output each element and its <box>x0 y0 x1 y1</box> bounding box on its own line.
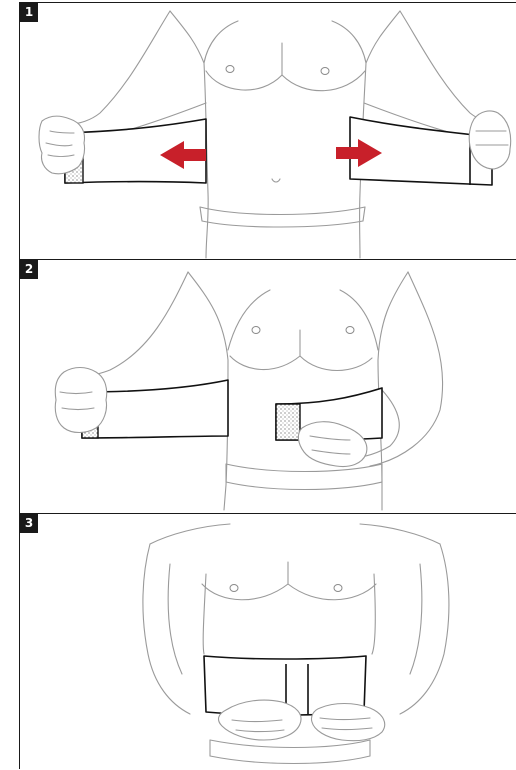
step-3-illustration <box>20 514 516 770</box>
step-number-badge: 3 <box>20 514 38 533</box>
nipple-icon <box>226 66 234 73</box>
nipple-icon <box>334 585 342 592</box>
step-2-illustration <box>20 260 516 514</box>
step-number-badge: 2 <box>20 260 38 279</box>
velcro-patch <box>276 404 300 440</box>
left-hand <box>55 368 106 433</box>
nipple-icon <box>230 585 238 592</box>
step-1-illustration <box>20 3 516 260</box>
nipple-icon <box>346 327 354 334</box>
step-panel-1: 1 <box>19 2 516 259</box>
right-hand <box>469 111 510 169</box>
step-panel-3: 3 <box>19 513 516 769</box>
nipple-icon <box>252 327 260 334</box>
step-panel-2: 2 <box>19 259 516 513</box>
nipple-icon <box>321 68 329 75</box>
right-hand <box>311 704 384 741</box>
step-number-badge: 1 <box>20 3 38 22</box>
left-hand <box>39 116 85 174</box>
